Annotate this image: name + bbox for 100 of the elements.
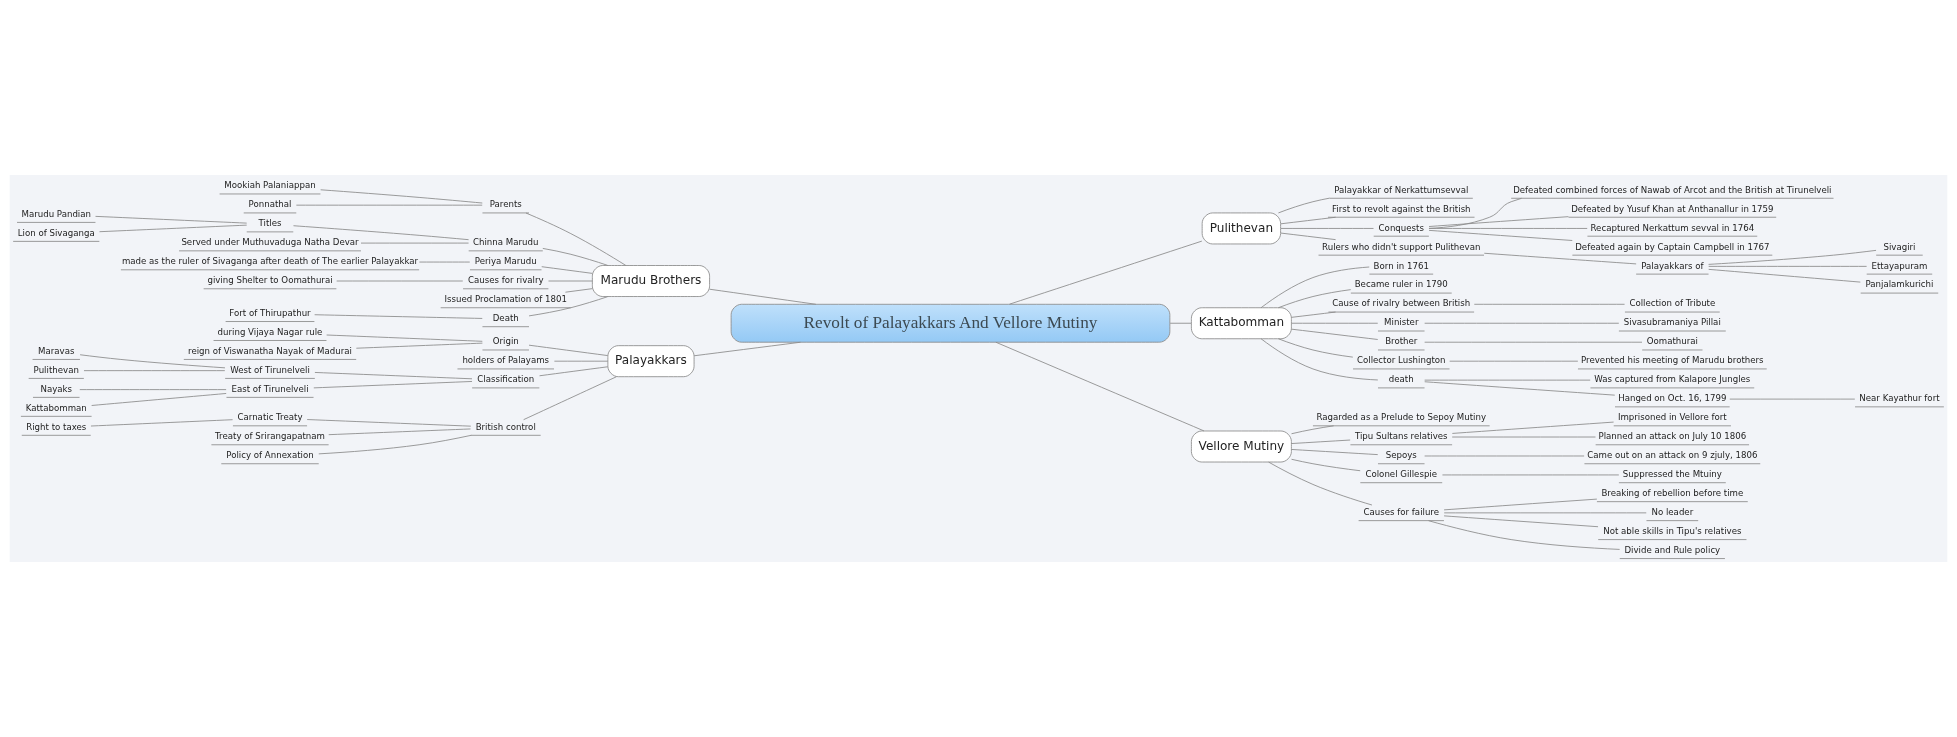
node-text: Collector Lushington bbox=[1357, 355, 1446, 366]
node-text: Right to taxes bbox=[26, 421, 87, 432]
node-text: Defeated combined forces of Nawab of Arcot and the British at Tirunelveli bbox=[1513, 184, 1832, 195]
connector bbox=[1424, 322, 1620, 324]
connector bbox=[1443, 512, 1647, 514]
connector bbox=[295, 204, 483, 206]
node-text: Colonel Gillespie bbox=[1365, 469, 1438, 480]
node-text: Became ruler in 1790 bbox=[1354, 279, 1448, 290]
connector bbox=[90, 419, 233, 427]
node-text: East of Tirunelveli bbox=[231, 383, 309, 394]
node-text: Defeated again by Captain Campbell in 1767 bbox=[1575, 241, 1770, 252]
node-text: Tipu Sultans relatives bbox=[1354, 431, 1448, 442]
node-text: Not able skills in Tipu's relatives bbox=[1603, 525, 1742, 536]
node-text: Policy of Annexation bbox=[226, 450, 314, 461]
connector bbox=[79, 354, 226, 369]
connector bbox=[1268, 461, 1373, 506]
connector bbox=[1291, 425, 1335, 435]
node-text: Panjalamkurichi bbox=[1865, 279, 1934, 290]
connector bbox=[1428, 229, 1573, 241]
connector bbox=[564, 288, 593, 293]
node-text: Mookiah Palaniappan bbox=[224, 180, 316, 191]
connector bbox=[1280, 232, 1337, 241]
connector bbox=[336, 280, 464, 282]
connector bbox=[418, 261, 471, 263]
connector bbox=[355, 342, 483, 349]
node-text: Prevented his meeting of Marudu brothers bbox=[1581, 355, 1764, 366]
node-text: Lion of Sivaganga bbox=[17, 227, 95, 238]
node-text: Sivasubramaniya Pillai bbox=[1623, 317, 1721, 328]
connector bbox=[318, 434, 472, 455]
connector bbox=[1280, 228, 1374, 229]
node-text: Brother bbox=[1385, 336, 1418, 347]
connector bbox=[1428, 228, 1588, 229]
connector bbox=[326, 334, 483, 342]
node-text: Cause of rivalry between British bbox=[1332, 298, 1471, 309]
connector bbox=[1449, 360, 1579, 362]
node-text: Born in 1761 bbox=[1373, 260, 1429, 271]
connector bbox=[1708, 249, 1877, 265]
connector bbox=[1708, 265, 1868, 267]
connector bbox=[1009, 240, 1203, 305]
connector bbox=[1278, 289, 1352, 309]
connector bbox=[1291, 439, 1351, 444]
node-text: made as the ruler of Sivaganga after death of The earlier Palayakkar bbox=[121, 256, 419, 267]
node-text: holders of Palayams bbox=[462, 355, 550, 366]
node-text: No leader bbox=[1651, 507, 1694, 518]
node-text: Imprisoned in Vellore fort bbox=[1617, 412, 1727, 423]
node-text: Carnatic Treaty bbox=[237, 412, 303, 423]
node-text: Served under Muthuvaduga Natha Devar bbox=[181, 237, 359, 248]
node-text: Marudu Pandian bbox=[21, 208, 91, 219]
connector bbox=[1729, 398, 1856, 400]
connector bbox=[95, 215, 248, 224]
node-text: Periya Marudu bbox=[474, 256, 537, 267]
node-text: Chinna Marudu bbox=[473, 237, 539, 248]
node-text: Conquests bbox=[1378, 222, 1424, 233]
node-text: Rulers who didn't support Pulithevan bbox=[1322, 241, 1481, 252]
node-text: Origin bbox=[492, 336, 519, 347]
node-text: Pulithevan bbox=[33, 364, 79, 375]
node-box: Palayakkars bbox=[607, 345, 695, 378]
node-text: Oomathurai bbox=[1646, 336, 1698, 347]
node-text: reign of Viswanatha Nayak of Madurai bbox=[188, 345, 352, 356]
node-text: Planned an attack on July 10 1806 bbox=[1598, 431, 1747, 442]
connector bbox=[709, 288, 817, 305]
connector bbox=[360, 242, 469, 244]
node-text: Collection of Tribute bbox=[1629, 298, 1716, 309]
connector bbox=[1473, 303, 1625, 305]
connector bbox=[1280, 216, 1337, 225]
node-text: Minister bbox=[1384, 317, 1419, 328]
connector bbox=[525, 212, 627, 266]
connector bbox=[328, 428, 471, 436]
node-text: British control bbox=[475, 421, 536, 432]
node-box: Kattabomman bbox=[1190, 307, 1292, 340]
connector bbox=[1451, 421, 1615, 434]
node-text: Palayakkars of bbox=[1641, 260, 1704, 271]
node-text: Ponnathal bbox=[248, 199, 292, 210]
connector bbox=[1428, 520, 1621, 550]
connector bbox=[548, 280, 593, 282]
connector bbox=[1443, 498, 1598, 511]
node-text: West of Tirunelveli bbox=[230, 364, 310, 375]
connector bbox=[306, 419, 472, 427]
connector bbox=[83, 370, 226, 372]
connector bbox=[79, 389, 227, 391]
connector bbox=[293, 225, 469, 241]
node-text: Causes for rivalry bbox=[467, 275, 544, 286]
node-text: Issued Proclamation of 1801 bbox=[444, 294, 567, 305]
node-box: Pulithevan bbox=[1201, 212, 1282, 245]
connector bbox=[1291, 322, 1379, 324]
connector bbox=[1291, 311, 1336, 318]
connector bbox=[1483, 252, 1637, 265]
node-text: First to revolt against the British bbox=[1331, 203, 1471, 214]
connector bbox=[1278, 338, 1354, 358]
node-text: Suppressed the Mtuiny bbox=[1622, 469, 1722, 480]
connector bbox=[995, 341, 1205, 432]
connector bbox=[542, 248, 609, 266]
connector bbox=[541, 266, 593, 274]
node-text: Nayaks bbox=[40, 383, 73, 394]
connector bbox=[1428, 216, 1569, 227]
connector bbox=[1260, 266, 1370, 309]
connector bbox=[1424, 341, 1643, 343]
node-box: Vellore Mutiny bbox=[1190, 430, 1292, 463]
node-text: Titles bbox=[258, 218, 282, 229]
connector bbox=[1260, 338, 1379, 381]
